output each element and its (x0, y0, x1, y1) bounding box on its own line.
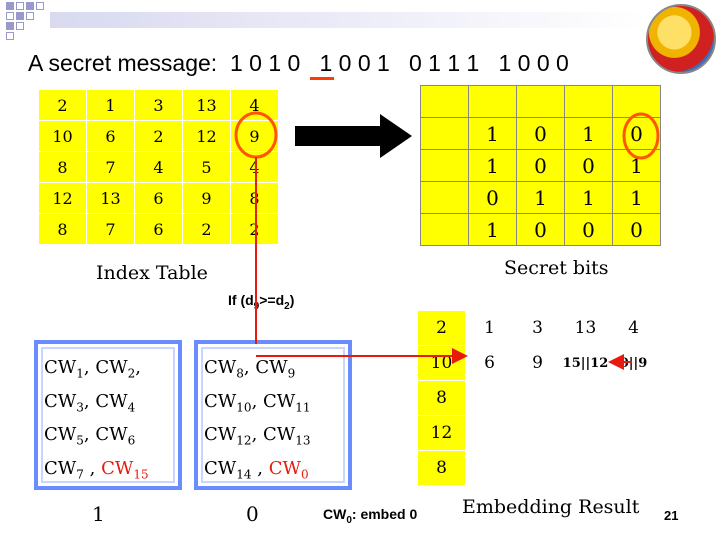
codeword-line: CW10, CW11 (204, 390, 311, 415)
table-cell (465, 450, 514, 486)
table-cell: 8 (417, 450, 466, 486)
codeword-line: CW14 , CW0 (204, 457, 309, 482)
table-row: 12 (417, 415, 658, 451)
table-cell (420, 117, 469, 150)
table-cell: 1 (612, 149, 661, 182)
table-cell: 1 (468, 149, 517, 182)
table-row: 8 (417, 380, 658, 416)
secret-bits-caption: Secret bits (504, 257, 609, 279)
table-cell (609, 450, 658, 486)
circle-secret-bit (622, 112, 660, 160)
table-cell: 1 (86, 89, 135, 121)
table-cell (609, 415, 658, 451)
table-cell: 1 (516, 181, 565, 214)
table-cell (561, 380, 610, 416)
table-cell: 4 (609, 310, 658, 346)
index-table-caption: Index Table (96, 262, 208, 284)
arrow-to-secret-bits (295, 114, 412, 158)
page-number: 21 (664, 508, 679, 523)
table-row (420, 85, 661, 118)
table-cell: 1 (564, 117, 613, 150)
table-row: 8 (417, 450, 658, 486)
deco-square (6, 22, 14, 30)
table-cell: 6 (86, 120, 135, 152)
table-cell: 0 (612, 213, 661, 246)
table-cell: 1 (612, 181, 661, 214)
message-bits: 1 0 1 0 1 0 0 1 0 1 1 1 1 0 0 0 (229, 50, 569, 76)
circle-index-9 (234, 111, 278, 159)
table-cell (420, 213, 469, 246)
deco-square (6, 12, 14, 20)
table-cell: 0 (516, 117, 565, 150)
table-cell (561, 450, 610, 486)
message-label: A secret message: (28, 50, 218, 76)
table-cell: 13 (182, 89, 231, 121)
embed-note: CW0: embed 0 (323, 506, 418, 526)
table-cell: 0 (516, 149, 565, 182)
embedding-result-caption: Embedding Result (462, 496, 640, 518)
codeword-group-bit0-label: 0 (246, 502, 259, 526)
table-cell (465, 415, 514, 451)
table-cell: 2 (230, 213, 279, 245)
codeword-line: CW1, CW2, (44, 357, 142, 381)
table-cell: 13 (561, 310, 610, 346)
deco-square (26, 12, 34, 20)
deco-square (36, 2, 44, 10)
header-gradient-bar (50, 12, 650, 28)
deco-square (6, 32, 14, 40)
table-cell: 0 (516, 213, 565, 246)
table-cell (561, 415, 610, 451)
codeword-line: CW3, CW4 (44, 390, 136, 415)
codeword-group-bit1-label: 1 (92, 502, 105, 526)
table-cell: 9 (182, 182, 231, 214)
codeword-line: CW8, CW9 (204, 357, 296, 381)
deco-square (16, 22, 24, 30)
deco-square (26, 2, 34, 10)
secret-message-title: A secret message: 1 0 1 0 1 0 0 1 0 1 1 … (28, 50, 569, 77)
deco-square (16, 12, 24, 20)
table-cell: 13 (86, 182, 135, 214)
table-cell (564, 85, 613, 118)
deco-square (16, 2, 24, 10)
table-cell: 7 (86, 213, 135, 245)
bit-underline-marker (310, 77, 334, 80)
codeword-line: CW5, CW6 (44, 424, 136, 448)
table-cell (420, 149, 469, 182)
deco-square (6, 2, 14, 10)
table-cell: 2 (134, 120, 183, 152)
table-cell: 1 (468, 213, 517, 246)
table-cell: 2 (417, 310, 466, 346)
codeword-line: CW12, CW13 (204, 424, 311, 448)
logo-icon (646, 4, 716, 74)
table-cell: 8 (38, 213, 87, 245)
table-cell (513, 415, 562, 451)
table-cell: 0 (564, 213, 613, 246)
table-cell: 0 (612, 117, 661, 150)
table-cell: 1 (465, 310, 514, 346)
table-cell: 1 (564, 181, 613, 214)
codeword-line: CW7 , CW15 (44, 457, 149, 482)
table-cell: 8 (417, 380, 466, 416)
table-cell: 12 (417, 415, 466, 451)
table-cell (420, 85, 469, 118)
